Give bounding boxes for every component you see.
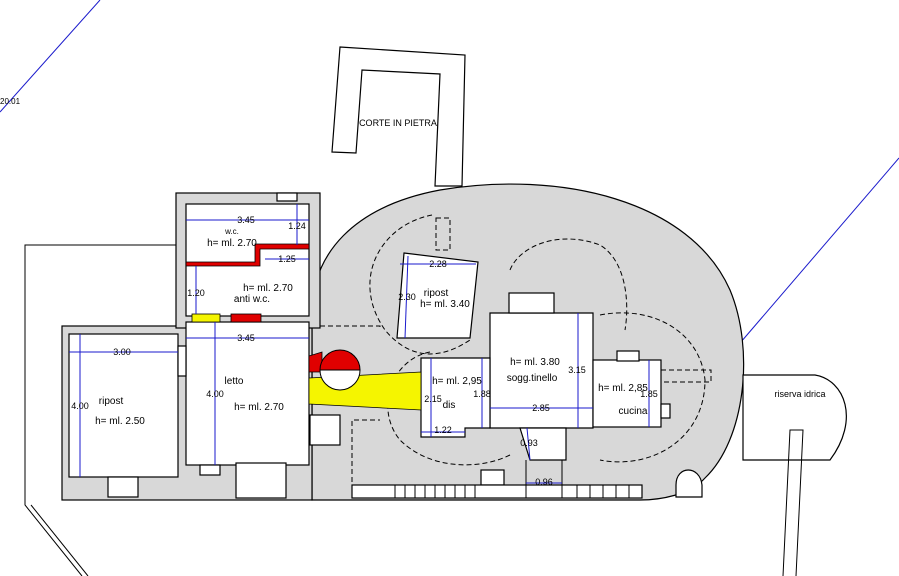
wc-step: 1.25 bbox=[278, 254, 296, 264]
opening bbox=[435, 217, 451, 251]
water-reserve bbox=[742, 374, 847, 461]
soggiorno-depth: 3.15 bbox=[568, 365, 586, 375]
step bbox=[199, 464, 221, 476]
water-reserve-label: riserva idrica bbox=[774, 389, 825, 399]
dis-name: dis bbox=[443, 400, 456, 411]
wc-width: 3.45 bbox=[237, 215, 255, 225]
ripost-left-height: h= ml. 2.50 bbox=[95, 416, 145, 427]
anti-wc-name: anti w.c. bbox=[234, 294, 270, 305]
opening bbox=[660, 369, 712, 383]
water-pipe bbox=[782, 429, 804, 576]
soggiorno-name: sogg.tinello bbox=[507, 373, 558, 384]
dimension-lines bbox=[69, 204, 650, 484]
dis-width: 1.22 bbox=[434, 425, 452, 435]
room-cucina bbox=[592, 359, 662, 428]
reference-line bbox=[0, 0, 101, 113]
vault-outline bbox=[351, 419, 380, 490]
site-boundary bbox=[24, 244, 176, 576]
ripost-upper-width: 2.28 bbox=[429, 259, 447, 269]
vent bbox=[276, 192, 298, 202]
ripost-upper-depth: 2.30 bbox=[398, 292, 416, 302]
window-sill bbox=[235, 462, 287, 499]
passage-width: 0.93 bbox=[520, 438, 538, 448]
anti-wc-height: h= ml. 2.70 bbox=[243, 283, 293, 294]
dis-depth2: 1.88 bbox=[473, 389, 491, 399]
ripost-left-name: ripost bbox=[99, 396, 124, 407]
wc-name: w.c. bbox=[224, 227, 239, 236]
demolished-wall bbox=[230, 313, 262, 323]
niche bbox=[309, 414, 341, 446]
vault-outline bbox=[509, 238, 628, 331]
cucina-name: cucina bbox=[619, 406, 648, 417]
site-level-label: 20.01 bbox=[0, 97, 21, 106]
dis-height: h= ml. 2,95 bbox=[432, 376, 482, 387]
fireplace bbox=[508, 292, 555, 314]
grating-bars bbox=[394, 460, 630, 498]
letto-name: letto bbox=[225, 376, 244, 387]
stone-court bbox=[331, 46, 466, 187]
site-boundary bbox=[30, 504, 89, 576]
vault-outline bbox=[387, 351, 511, 466]
court-label: CORTE IN PIETRA bbox=[359, 118, 437, 128]
room-dis bbox=[420, 357, 491, 438]
letto-height: h= ml. 2.70 bbox=[234, 402, 284, 413]
vault-outline bbox=[599, 312, 706, 463]
ripost-left-depth: 4.00 bbox=[71, 401, 89, 411]
anti-wc-depth: 1.20 bbox=[187, 288, 205, 298]
room-ripost-upper bbox=[396, 252, 479, 339]
letto-depth: 4.00 bbox=[206, 389, 224, 399]
door-width: 0.96 bbox=[535, 477, 553, 487]
oven bbox=[319, 369, 361, 391]
dis-depth: 2.15 bbox=[424, 394, 442, 404]
cucina-height: h= ml. 2,85 bbox=[598, 383, 648, 394]
ripost-upper-height: h= ml. 3.40 bbox=[420, 299, 470, 310]
letto-width: 3.45 bbox=[237, 333, 255, 343]
wc-height: h= ml. 2.70 bbox=[207, 238, 257, 249]
soggiorno-height: h= ml. 3.80 bbox=[510, 357, 560, 368]
demolished-oven bbox=[319, 349, 361, 371]
vault-outline bbox=[320, 325, 381, 330]
vault-outline bbox=[369, 214, 471, 355]
ripost-left-width: 3.00 bbox=[113, 347, 131, 357]
soggiorno-width: 2.85 bbox=[532, 403, 550, 413]
niche bbox=[675, 469, 703, 498]
cucina-depth: 1.85 bbox=[640, 389, 658, 399]
niche bbox=[480, 469, 505, 486]
new-wall bbox=[191, 313, 221, 323]
room-letto bbox=[185, 321, 310, 466]
entrance-passage bbox=[519, 427, 567, 461]
wc-depth: 1.24 bbox=[288, 221, 306, 231]
chimney bbox=[616, 350, 640, 362]
door bbox=[177, 345, 187, 377]
ripost-upper-name: ripost bbox=[424, 288, 449, 299]
demolished-wall bbox=[185, 243, 310, 267]
window-sill bbox=[107, 476, 139, 498]
window bbox=[660, 403, 671, 419]
